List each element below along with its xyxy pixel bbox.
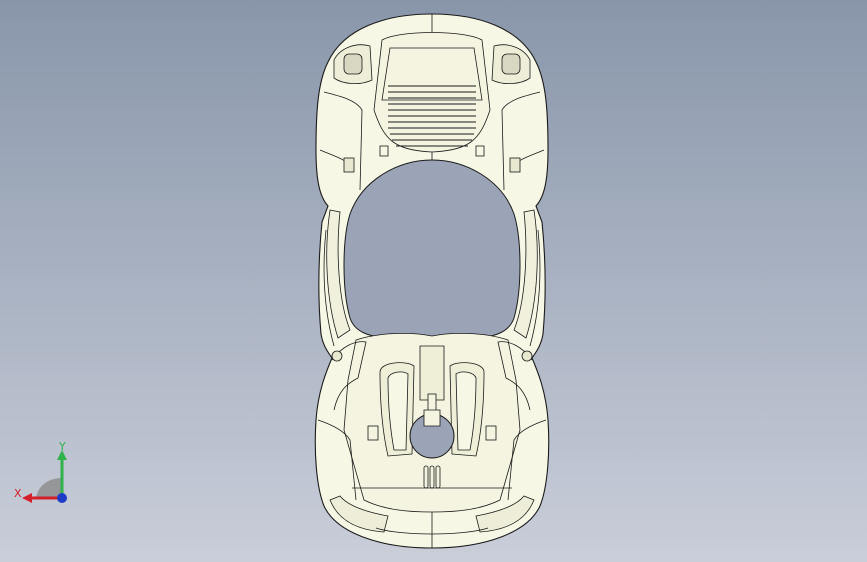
z-axis-dot bbox=[57, 493, 67, 503]
cockpit-opening bbox=[343, 159, 521, 339]
right-headlight-lens bbox=[501, 53, 521, 75]
left-intake-inner bbox=[387, 371, 409, 451]
rear-bumper-line bbox=[375, 527, 489, 535]
left-mirror-mount bbox=[343, 157, 355, 173]
right-rear-haunch bbox=[497, 341, 533, 411]
engine-spine bbox=[419, 345, 445, 401]
left-taillight bbox=[329, 495, 389, 533]
left-headlight-lens bbox=[343, 53, 363, 75]
hood-vents bbox=[388, 85, 476, 147]
left-fuel-filler bbox=[331, 350, 343, 362]
right-door-strip bbox=[513, 209, 538, 339]
right-mirror-mount bbox=[509, 157, 521, 173]
left-door-strip bbox=[326, 209, 351, 339]
right-taillight bbox=[475, 495, 535, 533]
right-fuel-filler bbox=[521, 350, 533, 362]
y-axis-label: Y bbox=[58, 440, 66, 453]
right-intake-inner bbox=[455, 371, 477, 451]
left-front-fender-line bbox=[323, 91, 363, 191]
right-door-line bbox=[529, 229, 541, 347]
left-rear-haunch bbox=[331, 341, 367, 411]
left-door-line bbox=[323, 229, 335, 347]
x-axis-arrow bbox=[22, 493, 32, 503]
x-axis-label: X bbox=[14, 487, 22, 500]
y-axis-arrow bbox=[57, 450, 67, 460]
coordinate-triad: Y X bbox=[14, 440, 67, 503]
triad-plane bbox=[36, 478, 62, 498]
right-front-fender-line bbox=[501, 91, 541, 191]
hood-inner-panel bbox=[381, 47, 483, 101]
